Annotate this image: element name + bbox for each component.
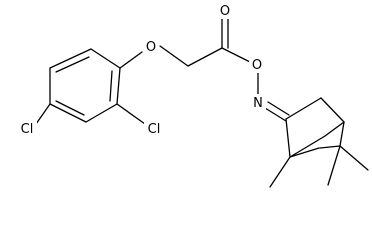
core-bond — [289, 135, 326, 158]
atom-label-cl: Cl — [148, 122, 161, 137]
bond-ch2-carbonyl — [187, 47, 223, 67]
core-bond — [285, 97, 322, 120]
oxime-double-bond — [264, 107, 287, 122]
bond-cl-left — [35, 103, 51, 125]
bicyclic-core — [264, 97, 369, 188]
atom-label-o: O — [146, 40, 156, 55]
chemical-structure-diagram: Cl Cl O O O N — [17, 2, 369, 188]
bond-carbonyl-o — [221, 47, 251, 63]
atom-o-ether: O — [143, 38, 159, 55]
core-bond — [320, 97, 345, 123]
bond-cl-right — [116, 103, 146, 125]
atom-n-oxime: N — [250, 94, 266, 111]
methyl-bond — [339, 145, 369, 171]
atom-cl-right: Cl — [144, 120, 164, 137]
core-bond — [339, 121, 345, 147]
atom-label-o: O — [252, 58, 262, 73]
atom-label-cl: Cl — [21, 122, 34, 137]
oxime-double-bond — [267, 101, 290, 116]
core-bond — [285, 118, 291, 158]
atom-o-carbonyl: O — [217, 2, 233, 19]
ring-double-bond — [55, 100, 85, 116]
ring-bond — [90, 48, 121, 69]
bond-o-ch2 — [159, 45, 189, 67]
ring-double-bond — [55, 56, 90, 73]
ring-bond — [85, 103, 118, 123]
core-bond — [324, 121, 345, 137]
ring-bond — [49, 48, 92, 69]
atom-cl-left: Cl — [17, 120, 37, 137]
dichlorophenyl-ring — [49, 48, 121, 123]
methyl-bond — [269, 156, 291, 188]
core-bond — [319, 145, 341, 149]
methyl-bond — [327, 145, 341, 186]
atom-label-n: N — [253, 96, 263, 111]
atom-label-o: O — [220, 4, 230, 19]
ring-bond — [116, 67, 121, 105]
ring-double-bond — [109, 70, 113, 102]
bond-ring-o — [119, 51, 143, 69]
ring-bond — [49, 103, 87, 123]
atom-o-ester: O — [249, 56, 265, 73]
core-bond — [289, 147, 320, 158]
